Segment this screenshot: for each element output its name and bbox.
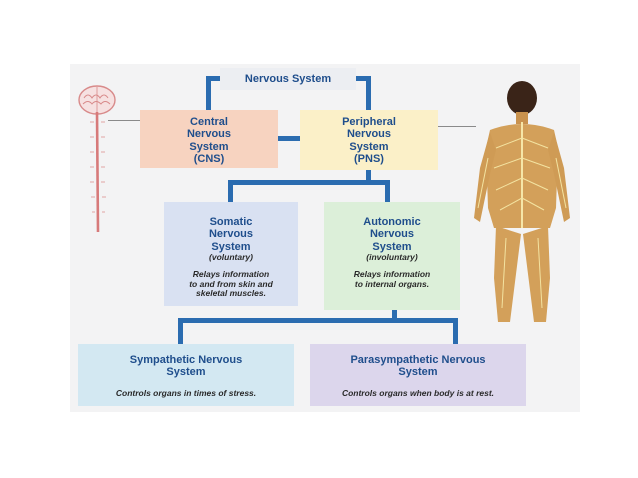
pointer-line-cns bbox=[108, 120, 140, 121]
spinal-cord-icon bbox=[90, 111, 106, 233]
parasympathetic-label: Parasympathetic Nervous System bbox=[350, 354, 486, 379]
cns-box: Central Nervous System (CNS) bbox=[140, 110, 278, 168]
brain-icon bbox=[78, 85, 116, 115]
human-body-illustration bbox=[474, 81, 570, 322]
connector-to-somatic bbox=[228, 180, 233, 204]
connector-root-right-stub bbox=[352, 76, 370, 81]
pns-label: Peripheral Nervous System (PNS) bbox=[342, 116, 396, 165]
somatic-subtitle: (voluntary) bbox=[209, 251, 253, 262]
human-body-icon bbox=[474, 81, 570, 322]
somatic-box: Somatic Nervous System (voluntary) Relay… bbox=[164, 202, 298, 306]
nervous-system-box: Nervous System bbox=[220, 68, 356, 90]
parasympathetic-box: Parasympathetic Nervous System Controls … bbox=[310, 344, 526, 406]
connector-root-left-stub bbox=[206, 76, 224, 81]
brain-spinal-cord-illustration bbox=[78, 85, 116, 233]
sympathetic-box: Sympathetic Nervous System Controls orga… bbox=[78, 344, 294, 406]
autonomic-box: Autonomic Nervous System (involuntary) R… bbox=[324, 202, 460, 310]
connector-pns-branch bbox=[228, 180, 390, 185]
cns-label: Central Nervous System (CNS) bbox=[186, 116, 232, 165]
sympathetic-description: Controls organs in times of stress. bbox=[115, 387, 257, 398]
pointer-line-pns bbox=[436, 126, 476, 127]
sympathetic-label: Sympathetic Nervous System bbox=[129, 354, 243, 379]
somatic-description: Relays information to and from skin and … bbox=[189, 269, 273, 299]
parasympathetic-description: Controls organs when body is at rest. bbox=[341, 387, 495, 398]
connector-to-sympathetic bbox=[178, 318, 183, 346]
connector-root-right bbox=[366, 76, 371, 112]
connector-root-left bbox=[206, 76, 211, 112]
autonomic-subtitle: (involuntary) bbox=[366, 251, 418, 262]
connector-to-parasympathetic bbox=[453, 318, 458, 346]
connector-autonomic-down bbox=[392, 310, 397, 322]
nervous-system-diagram: Nervous System Central Nervous System (C… bbox=[70, 64, 580, 412]
nervous-system-label: Nervous System bbox=[244, 73, 332, 85]
connector-cns-pns bbox=[275, 136, 301, 141]
autonomic-label: Autonomic Nervous System bbox=[363, 216, 421, 253]
pns-box: Peripheral Nervous System (PNS) bbox=[300, 110, 438, 170]
connector-pns-down bbox=[366, 170, 371, 184]
connector-autonomic-branch bbox=[178, 318, 458, 323]
autonomic-description: Relays information to internal organs. bbox=[353, 269, 431, 289]
connector-to-autonomic bbox=[385, 180, 390, 204]
somatic-label: Somatic Nervous System bbox=[208, 216, 254, 253]
